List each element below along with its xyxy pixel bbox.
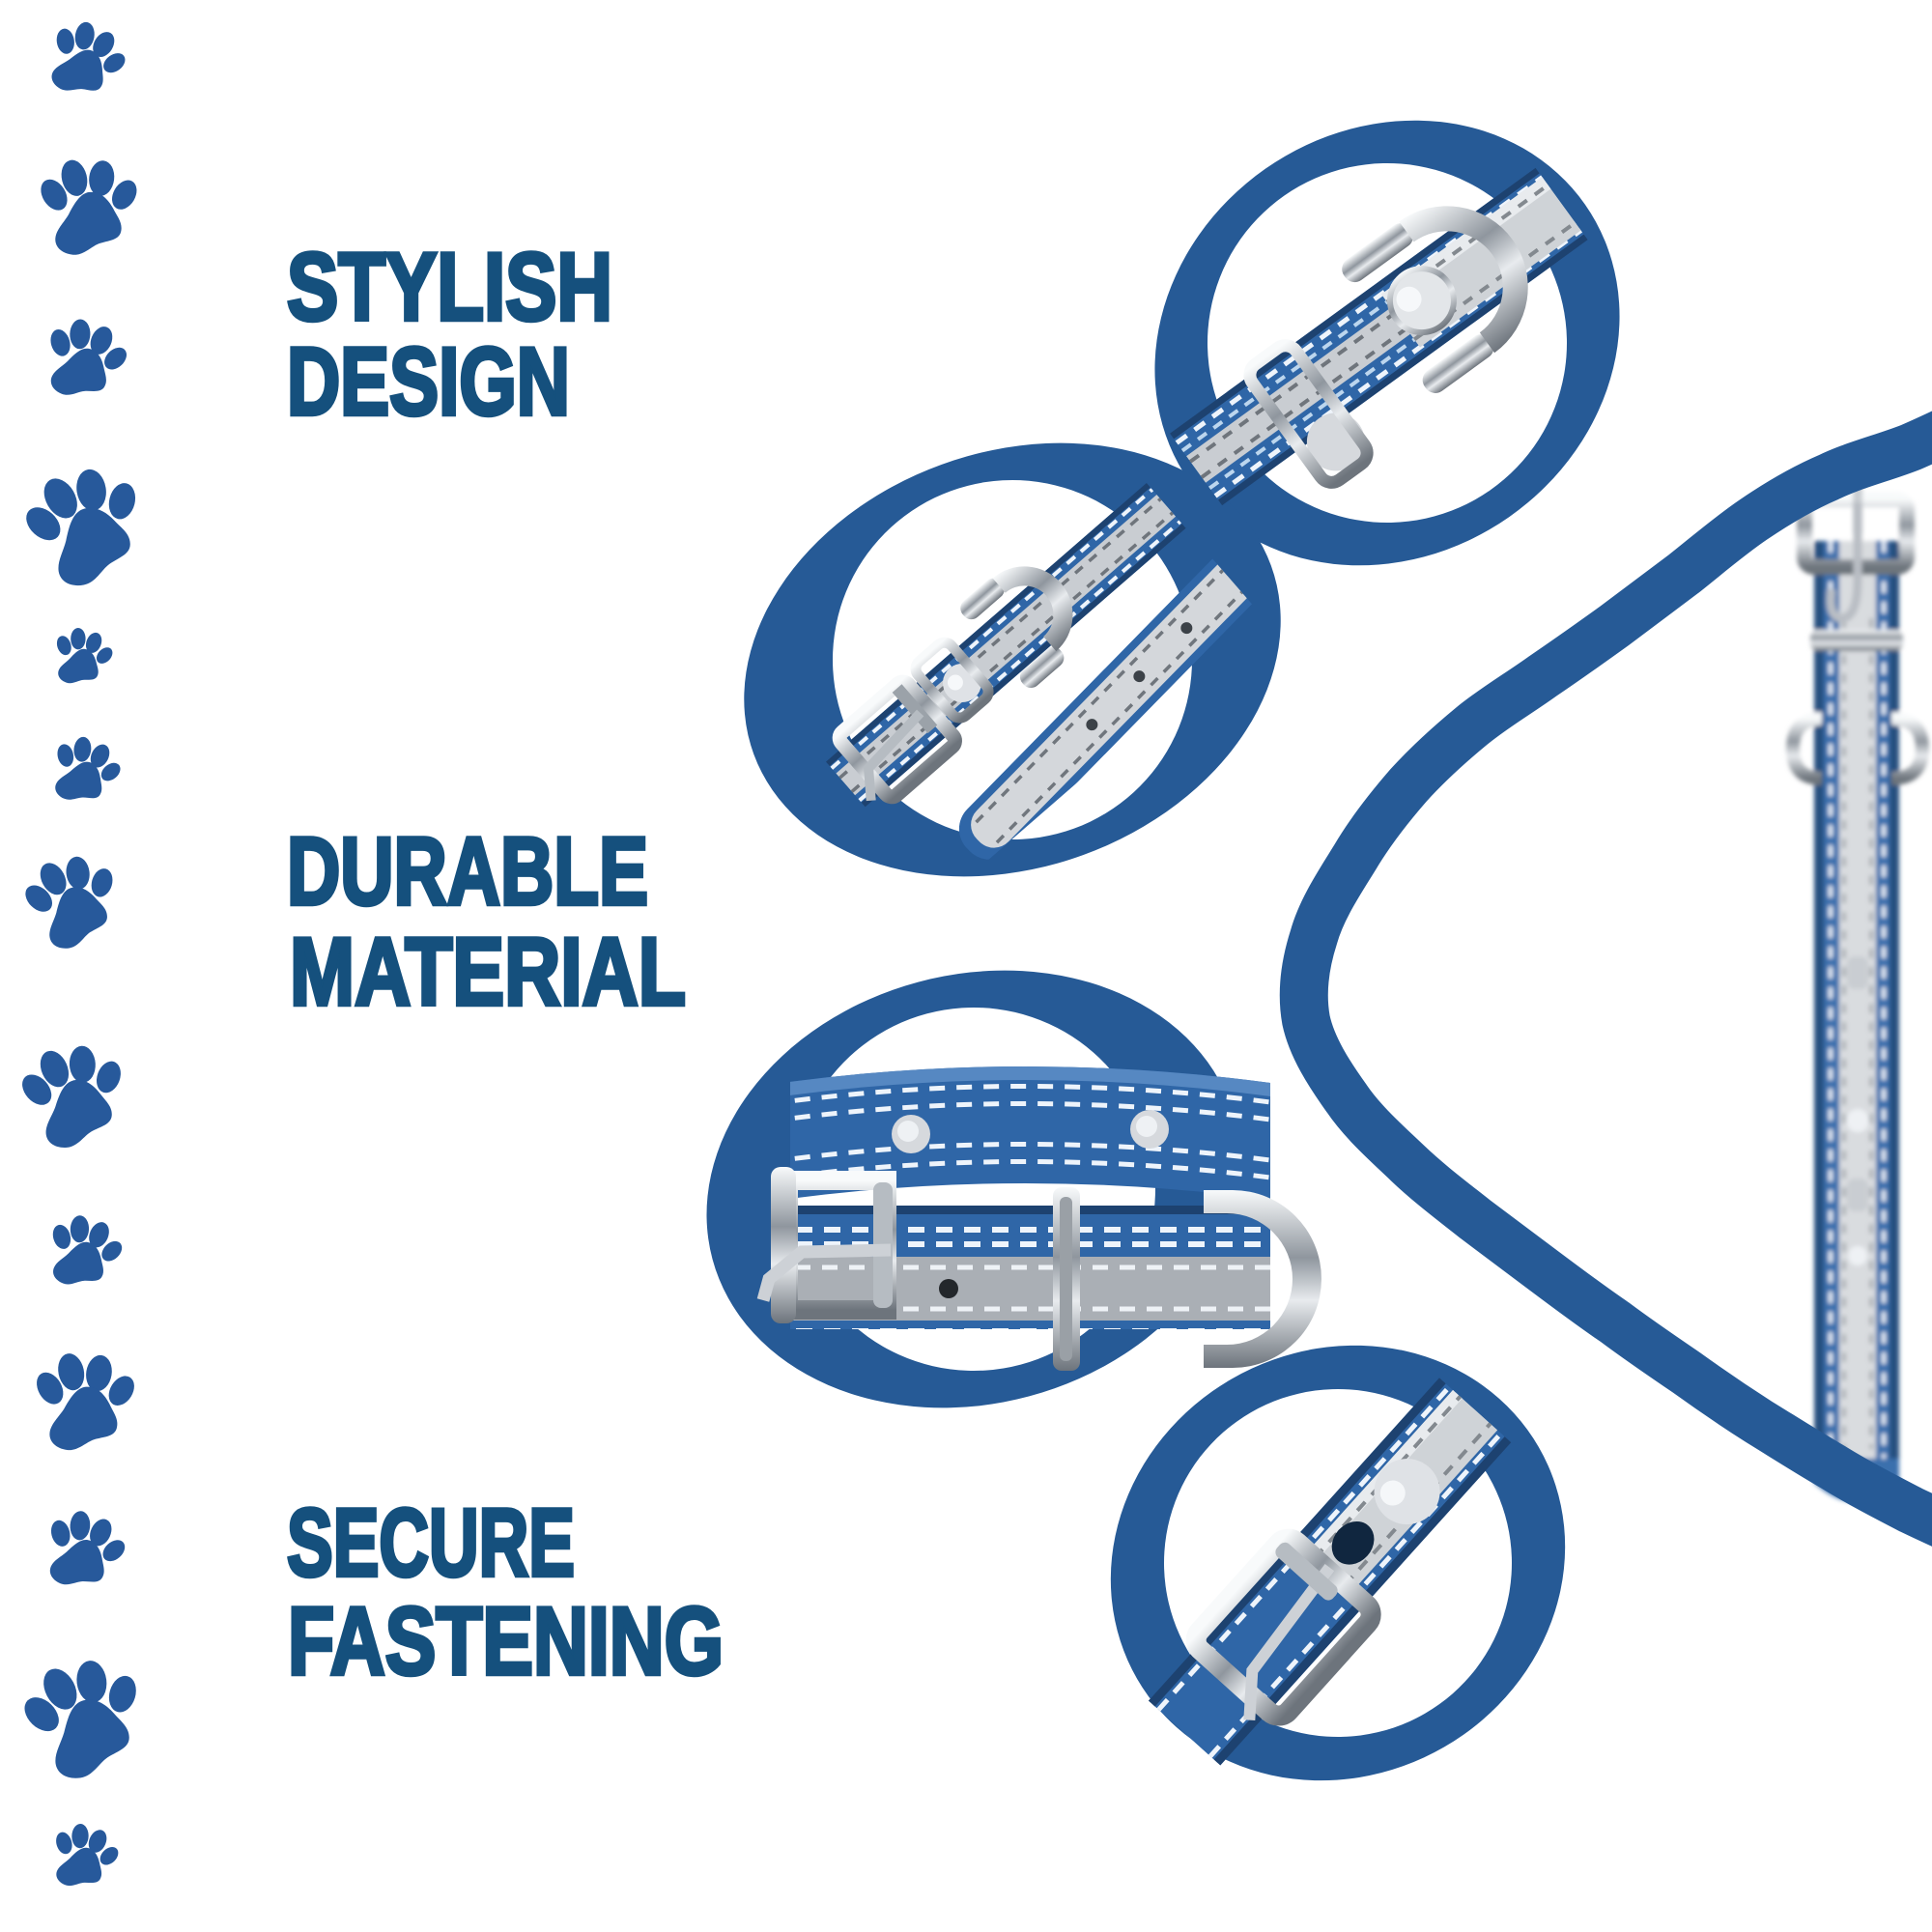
svg-text:FASTENING: FASTENING — [288, 1587, 724, 1694]
svg-text:SECURE: SECURE — [287, 1489, 575, 1596]
svg-text:DESIGN: DESIGN — [287, 327, 570, 435]
svg-text:MATERIAL: MATERIAL — [290, 918, 686, 1025]
svg-text:DURABLE: DURABLE — [287, 817, 648, 924]
svg-text:STYLISH: STYLISH — [287, 233, 612, 340]
